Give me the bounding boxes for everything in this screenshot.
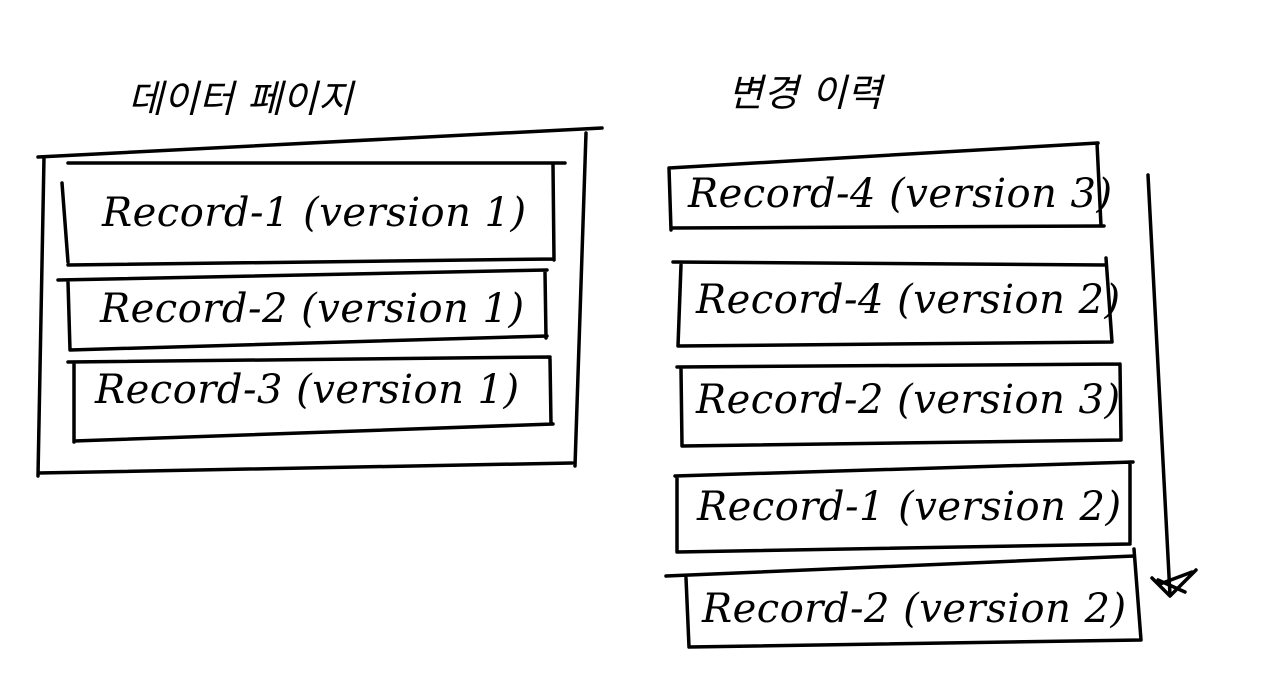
left-record-box-1 [60,161,567,267]
data-page-title: 데이터 페이지 [128,77,354,121]
change-history-record-2: Record-4 (version 2) [696,277,1121,323]
change-history-title: 변경 이력 [728,71,883,115]
change-history-record-4: Record-1 (version 2) [697,484,1122,530]
change-history-record-5: Record-2 (version 2) [702,586,1127,632]
right-record-box-5 [664,547,1143,649]
data-page-record-1: Record-1 (version 1) [102,190,527,236]
data-page-record-2: Record-2 (version 1) [100,286,525,332]
data-page-container [36,126,604,478]
right-record-box-1 [667,141,1106,232]
data-page-record-3: Record-3 (version 1) [95,367,520,413]
change-history-record-1: Record-4 (version 3) [688,171,1113,217]
change-history-record-3: Record-2 (version 3) [696,377,1121,423]
left-record-box-2 [56,268,549,352]
right-record-box-4 [673,460,1135,554]
history-arrow [1146,173,1198,598]
right-record-box-2 [671,256,1114,348]
left-record-box-3 [66,355,555,444]
right-record-box-3 [675,362,1123,448]
